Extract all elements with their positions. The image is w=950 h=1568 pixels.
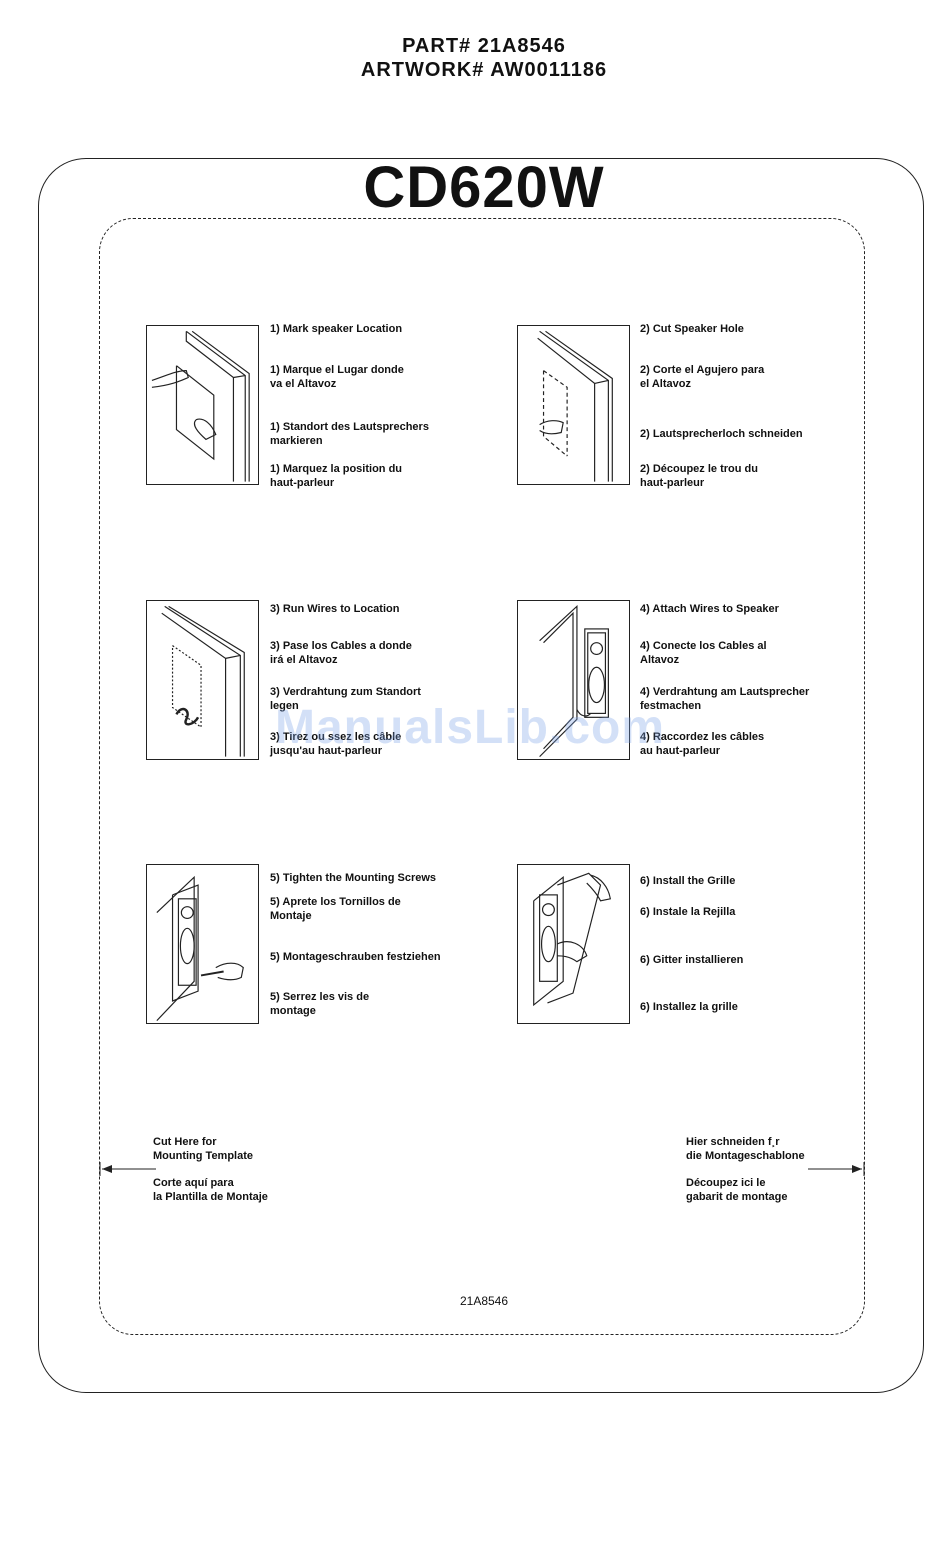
step-2-text-en: 2) Cut Speaker Hole <box>640 323 744 335</box>
cut-here-label-es: Corte aquí para la Plantilla de Montaje <box>153 1177 268 1203</box>
step-5-text-fr: 5) Serrez les vis de montage <box>270 991 370 1017</box>
step-2-text-es: 2) Corte el Agujero para el Altavoz <box>640 364 765 390</box>
part-number: PART# 21A8546 <box>402 35 566 57</box>
step-1-text-fr: 1) Marquez la position du haut-parleur <box>270 463 403 489</box>
step-2-illustration <box>517 325 630 485</box>
step-5-text-en: 5) Tighten the Mounting Screws <box>270 872 437 884</box>
step-1-text-de: 1) Standort des Lautsprechers markieren <box>270 421 429 447</box>
step-1-text-en: 1) Mark speaker Location <box>270 323 403 335</box>
step-3-illustration <box>146 600 259 760</box>
step-3-text-en: 3) Run Wires to Location <box>270 603 400 615</box>
step-2-text-de: 2) Lautsprecherloch schneiden <box>640 428 803 440</box>
step-4-text-es: 4) Conecte los Cables al Altavoz <box>640 640 767 666</box>
step-5-text-de: 5) Montageschrauben festziehen <box>270 951 441 963</box>
footer-part-code: 21A8546 <box>459 1294 509 1308</box>
step-3-text-de: 3) Verdrahtung zum Standort legen <box>270 686 421 712</box>
step-2-text-fr: 2) Découpez le trou du haut-parleur <box>640 463 758 489</box>
artwork-number: ARTWORK# AW0011186 <box>360 59 608 81</box>
cut-arrow-left-icon <box>99 1162 156 1176</box>
cut-here-label-de: Hier schneiden f¸r die Montageschablone <box>686 1136 805 1162</box>
step-6-illustration <box>517 864 630 1024</box>
cut-here-label-fr: Découpez ici le gabarit de montage <box>686 1177 788 1203</box>
step-1-text-es: 1) Marque el Lugar donde va el Altavoz <box>270 364 404 390</box>
step-4-text-de: 4) Verdrahtung am Lautsprecher festmache… <box>640 686 810 712</box>
step-6-text-es: 6) Instale la Rejilla <box>640 906 736 918</box>
template-outer-border <box>38 158 924 1393</box>
cut-line-dashed-border <box>99 218 865 1335</box>
watermark: ManualsLib.com <box>274 701 666 754</box>
step-3-text-es: 3) Pase los Cables a donde irá el Altavo… <box>270 640 412 666</box>
step-6-text-en: 6) Install the Grille <box>640 875 736 887</box>
model-title: CD620W <box>363 155 605 220</box>
step-6-text-fr: 6) Installez la grille <box>640 1001 738 1013</box>
step-4-text-fr: 4) Raccordez les câbles au haut-parleur <box>640 731 765 757</box>
step-4-illustration <box>517 600 630 760</box>
step-3-text-fr: 3) Tirez ou ssez les câble jusqu'au haut… <box>270 731 402 757</box>
step-4-text-en: 4) Attach Wires to Speaker <box>640 603 779 615</box>
step-5-text-es: 5) Aprete los Tornillos de Montaje <box>270 896 401 922</box>
step-5-illustration <box>146 864 259 1024</box>
cut-arrow-right-icon <box>808 1162 865 1176</box>
step-6-text-de: 6) Gitter installieren <box>640 954 744 966</box>
step-1-illustration <box>146 325 259 485</box>
cut-here-label-en: Cut Here for Mounting Template <box>153 1136 254 1162</box>
